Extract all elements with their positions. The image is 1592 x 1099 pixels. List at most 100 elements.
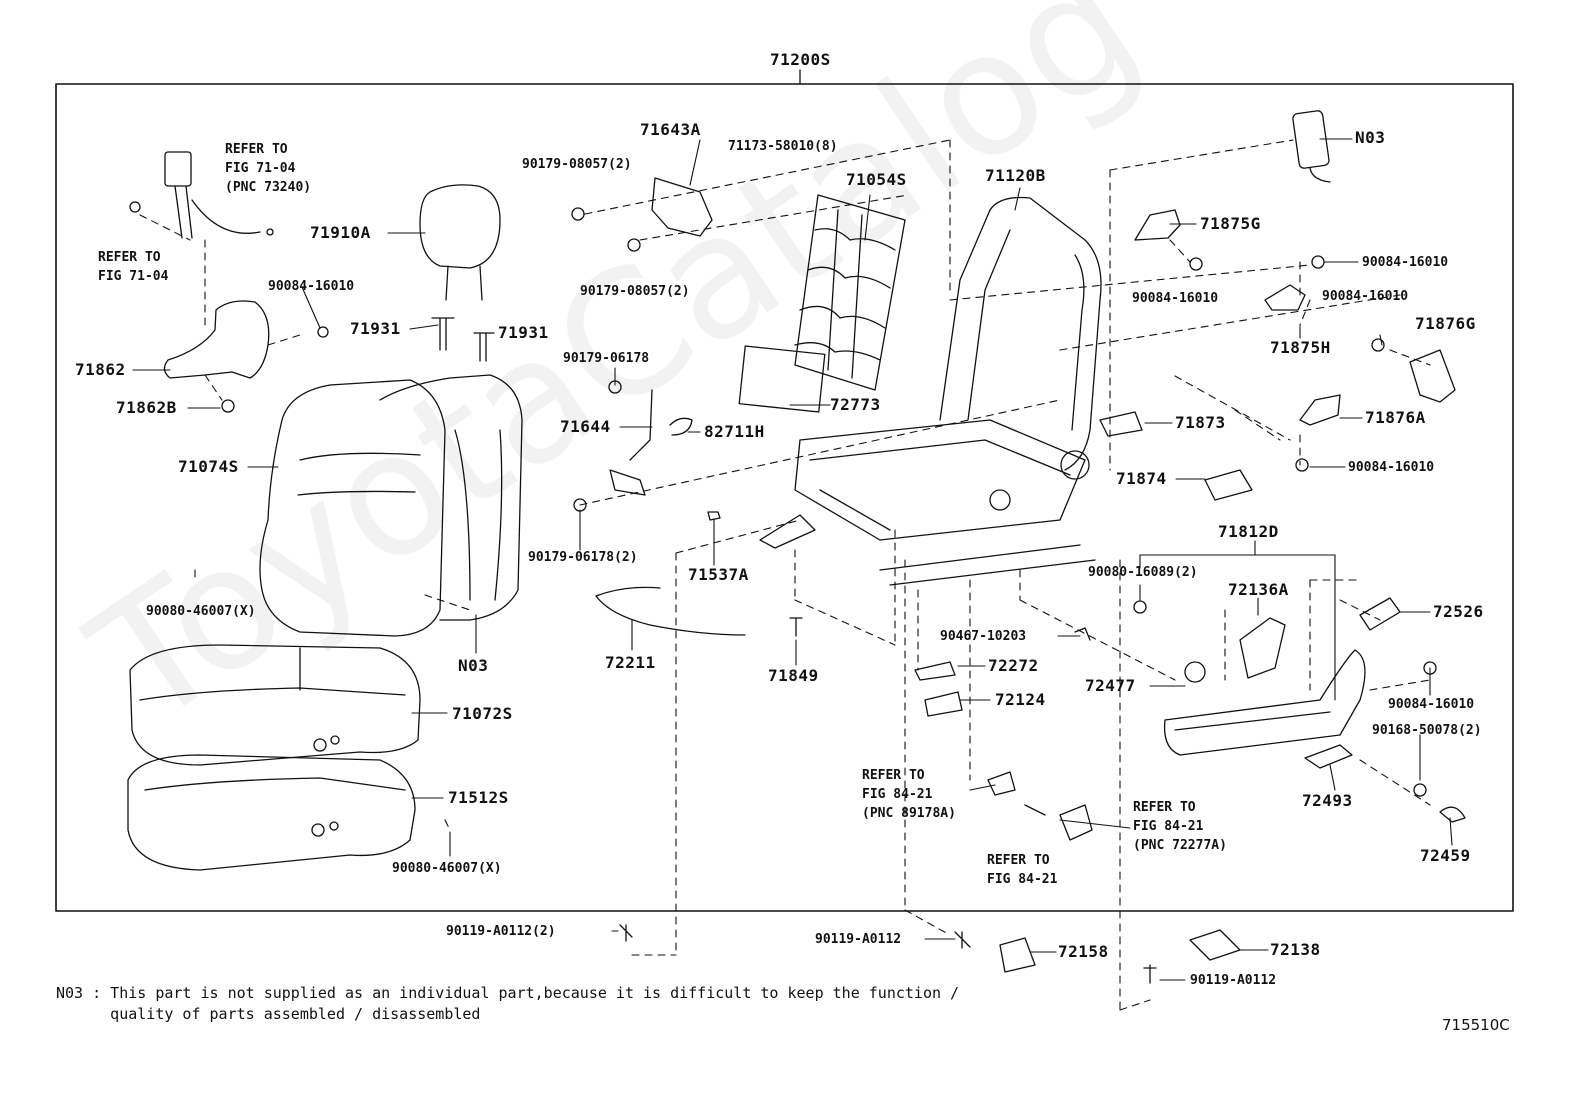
refer-belt2-label: REFER TO FIG 71-04 bbox=[98, 250, 169, 284]
part-90080-46007-b: 90080-46007(X) bbox=[392, 861, 502, 876]
part-71874: 71874 bbox=[1116, 469, 1167, 488]
part-90467: 90467-10203 bbox=[940, 629, 1027, 644]
cover-72138-part bbox=[1189, 929, 1241, 961]
bolt-part bbox=[1024, 804, 1046, 816]
part-90084-f: 90084-16010 bbox=[1388, 697, 1475, 712]
part-90119-b: 90119-A0112 bbox=[815, 932, 902, 947]
knob-72477-part bbox=[1184, 661, 1206, 683]
cushion-pad-part bbox=[127, 754, 416, 871]
cover-72158-part bbox=[999, 937, 1036, 973]
cover-71876G-part bbox=[1409, 349, 1456, 403]
seat-frame-part bbox=[759, 196, 1102, 586]
footnote-n03: N03 : This part is not supplied as an in… bbox=[56, 984, 960, 1023]
cover-71874-part bbox=[1204, 469, 1253, 501]
part-71931-a: 71931 bbox=[350, 319, 401, 338]
part-71876G: 71876G bbox=[1415, 314, 1476, 333]
part-71875G: 71875G bbox=[1200, 214, 1261, 233]
part-71644: 71644 bbox=[560, 417, 611, 436]
airbag-module-part bbox=[1292, 110, 1331, 183]
part-90084-e: 90084-16010 bbox=[268, 279, 355, 294]
cover-71875G-part bbox=[1134, 209, 1181, 241]
part-71173: 71173-58010(8) bbox=[728, 139, 838, 154]
part-90179-06178-2: 90179-06178(2) bbox=[528, 550, 638, 565]
part-71120B: 71120B bbox=[985, 166, 1046, 185]
bolt-90119-part bbox=[954, 931, 971, 949]
part-71849: 71849 bbox=[768, 666, 819, 685]
part-71812D: 71812D bbox=[1218, 522, 1279, 541]
cover-71873-part bbox=[1099, 411, 1143, 437]
part-72138: 72138 bbox=[1270, 940, 1321, 959]
part-72526: 72526 bbox=[1433, 602, 1484, 621]
sensor-part bbox=[987, 771, 1016, 796]
shield-71812D-part bbox=[1163, 649, 1366, 756]
lever-72493-part bbox=[1304, 744, 1353, 769]
pad-72773-part bbox=[738, 345, 826, 413]
part-72272: 72272 bbox=[988, 656, 1039, 675]
side-cover-part bbox=[163, 300, 329, 413]
clip-71537A-part bbox=[707, 511, 721, 521]
refer-belt-label: REFER TO FIG 71-04 (PNC 73240) bbox=[225, 142, 312, 195]
belt-buckle-part bbox=[129, 151, 274, 239]
connector-72277A-part bbox=[1059, 804, 1093, 841]
part-72124: 72124 bbox=[995, 690, 1046, 709]
screw-part bbox=[1295, 458, 1309, 472]
wire-72211-part bbox=[595, 586, 746, 636]
part-71873: 71873 bbox=[1175, 413, 1226, 432]
spring-part bbox=[794, 194, 906, 391]
part-71512S: 71512S bbox=[448, 788, 509, 807]
part-72459: 72459 bbox=[1420, 846, 1471, 865]
pin-71849-part bbox=[789, 617, 803, 637]
part-90084-d: 90084-16010 bbox=[1348, 460, 1435, 475]
reinforcement-part bbox=[571, 177, 713, 252]
guide-71931-parts bbox=[431, 317, 495, 362]
part-90168: 90168-50078(2) bbox=[1372, 723, 1482, 738]
assembly-frame bbox=[55, 83, 1514, 912]
bolt-90119-part bbox=[619, 924, 633, 942]
part-72493: 72493 bbox=[1302, 791, 1353, 810]
cover-72526-part bbox=[1359, 597, 1401, 631]
cushion-cover-part bbox=[129, 644, 421, 766]
figure-code: 715510C bbox=[1442, 1016, 1510, 1034]
part-72773: 72773 bbox=[830, 395, 881, 414]
part-90084-c: 90084-16010 bbox=[1322, 289, 1409, 304]
screw-part bbox=[1423, 661, 1437, 675]
part-72211: 72211 bbox=[605, 653, 656, 672]
part-71910A: 71910A bbox=[310, 223, 371, 242]
part-90084-a: 90084-16010 bbox=[1362, 255, 1449, 270]
part-90084-b: 90084-16010 bbox=[1132, 291, 1219, 306]
part-90179-08057-b: 90179-08057(2) bbox=[580, 284, 690, 299]
part-72158: 72158 bbox=[1058, 942, 1109, 961]
knob-72459-part bbox=[1439, 806, 1466, 823]
part-90179-08057-a: 90179-08057(2) bbox=[522, 157, 632, 172]
part-71876A: 71876A bbox=[1365, 408, 1426, 427]
screw-part bbox=[1413, 783, 1427, 797]
part-90119-c: 90119-A0112 bbox=[1190, 973, 1277, 988]
refer-sensor-label: REFER TO FIG 84-21 (PNC 89178A) bbox=[862, 768, 956, 821]
part-71537A: 71537A bbox=[688, 565, 749, 584]
refer-fig-label: REFER TO FIG 84-21 bbox=[987, 853, 1058, 887]
cover-71875H-part bbox=[1264, 284, 1306, 311]
guide-lines bbox=[139, 139, 1431, 1011]
part-71875H: 71875H bbox=[1270, 338, 1331, 357]
part-N03-mid: N03 bbox=[458, 656, 489, 675]
part-90080-16089: 90080-16089(2) bbox=[1088, 565, 1198, 580]
refer-72277A-label: REFER TO FIG 84-21 (PNC 72277A) bbox=[1133, 800, 1227, 853]
part-71643A: 71643A bbox=[640, 120, 701, 139]
screw-part bbox=[1133, 600, 1147, 614]
part-71931-b: 71931 bbox=[498, 323, 549, 342]
part-90080-46007-a: 90080-46007(X) bbox=[146, 604, 256, 619]
leader-lines bbox=[132, 138, 1453, 981]
bracket-72124-part bbox=[924, 691, 963, 717]
clip-90467-part bbox=[1074, 627, 1091, 641]
screw-part bbox=[1371, 338, 1385, 352]
part-82711H: 82711H bbox=[704, 422, 765, 441]
seatback-cover-part bbox=[259, 374, 523, 637]
part-71072S: 71072S bbox=[452, 704, 513, 723]
part-71862B: 71862B bbox=[116, 398, 177, 417]
cover-71876A-part bbox=[1299, 394, 1341, 426]
headrest-part bbox=[419, 184, 501, 301]
part-71862: 71862 bbox=[75, 360, 126, 379]
bolt-90119-part bbox=[1143, 964, 1157, 984]
